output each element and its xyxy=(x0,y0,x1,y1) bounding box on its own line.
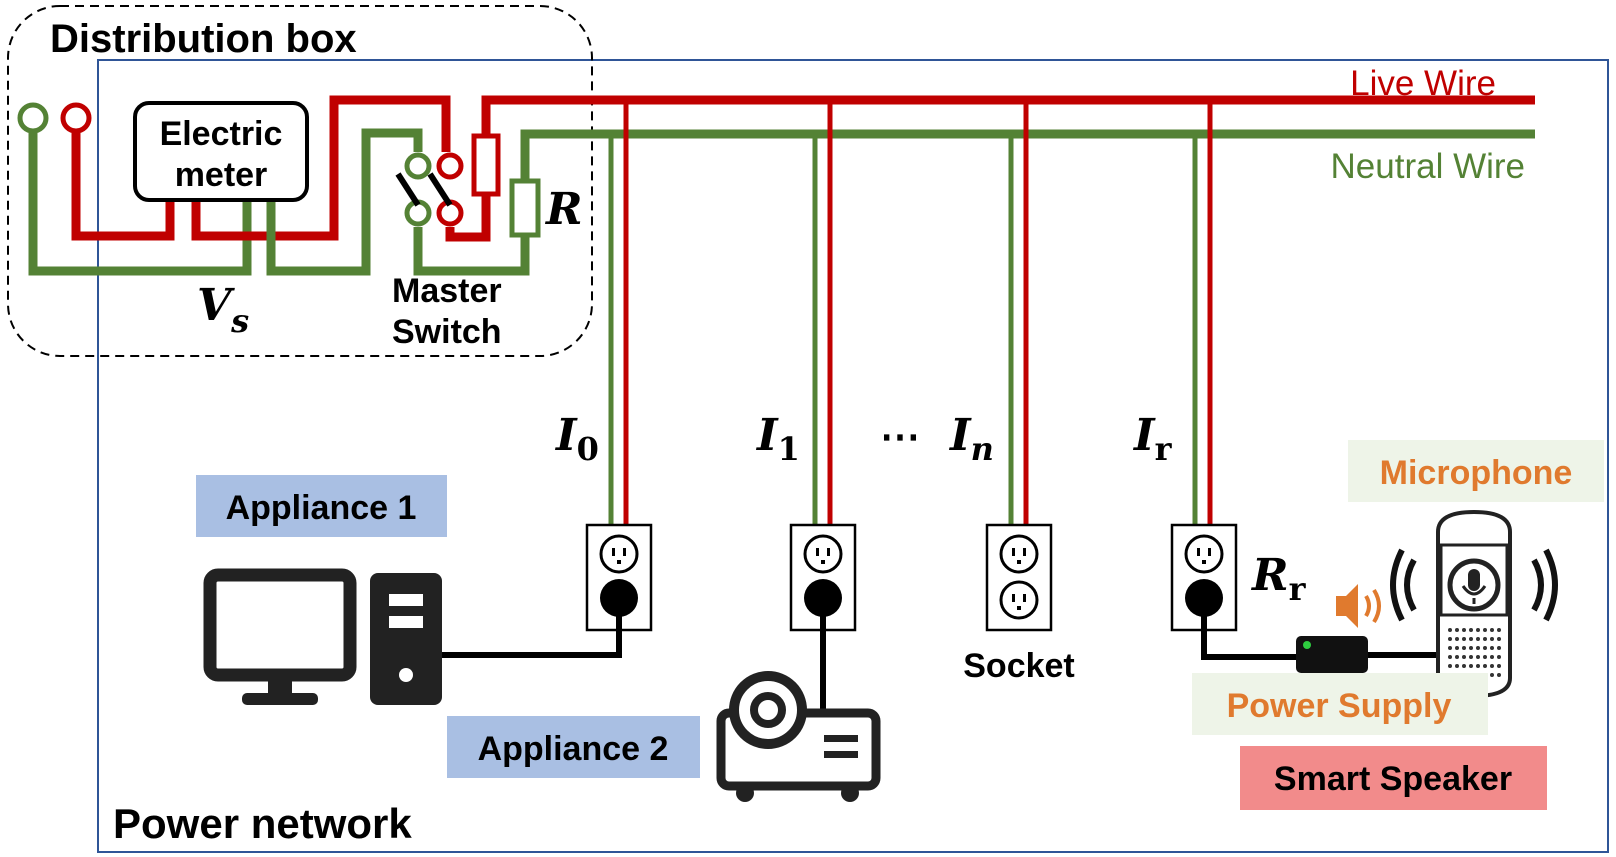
current-symbol-in: In xyxy=(948,410,994,468)
grille-dot xyxy=(1476,664,1480,668)
smart-speaker-label-bg xyxy=(1240,746,1547,810)
smart-speaker-label: Smart Speaker xyxy=(1274,760,1512,798)
grille-dot xyxy=(1448,628,1452,632)
power-network-title: Power network xyxy=(113,800,412,847)
electric-meter xyxy=(133,101,309,202)
power-supply-label-bg xyxy=(1192,673,1488,735)
meter-neutral-out xyxy=(266,128,423,276)
grille-dot xyxy=(1462,664,1466,668)
master-switch-label-2: Switch xyxy=(392,313,502,351)
grille-dot xyxy=(1476,628,1480,632)
grille-dot xyxy=(1476,646,1480,650)
grille-dot xyxy=(1497,646,1501,650)
switch-neutral-out xyxy=(413,129,1535,276)
grille-dot xyxy=(1455,628,1459,632)
grille-dot xyxy=(1497,664,1501,668)
current-symbol-i0: I0 xyxy=(554,410,599,468)
appliance2-label: Appliance 2 xyxy=(478,730,669,768)
electric-meter-label-2: meter xyxy=(175,156,268,194)
grille-dot xyxy=(1490,673,1494,677)
live-resistor xyxy=(471,133,501,197)
projector-icon xyxy=(716,671,881,802)
grille-dot xyxy=(1483,637,1487,641)
grille-dot xyxy=(1469,664,1473,668)
grille-dot xyxy=(1469,637,1473,641)
grille-dot xyxy=(1490,637,1494,641)
distribution-box-title: Distribution box xyxy=(50,17,357,61)
speaker-cable xyxy=(1201,612,1300,660)
grille-dot xyxy=(1497,673,1501,677)
grille-dot xyxy=(1462,637,1466,641)
grille-dot xyxy=(1483,628,1487,632)
grille-dot xyxy=(1448,637,1452,641)
grille-dot xyxy=(1490,664,1494,668)
grille-dot xyxy=(1483,664,1487,668)
current-symbol-ir: Ir xyxy=(1132,410,1173,468)
grille-dot xyxy=(1476,655,1480,659)
live-wire-label: Live Wire xyxy=(1350,64,1496,103)
grille-dot xyxy=(1490,628,1494,632)
grille-dot xyxy=(1462,628,1466,632)
appliance1-label: Appliance 1 xyxy=(226,489,417,527)
grille-dot xyxy=(1476,637,1480,641)
distribution-box-wiring xyxy=(28,95,1535,276)
grille-dot xyxy=(1490,646,1494,650)
master-switch-label: Master xyxy=(392,272,502,310)
grille-dot xyxy=(1483,655,1487,659)
socket-label: Socket xyxy=(963,647,1075,685)
neutral-resistor xyxy=(509,178,541,238)
current-symbol-i1: I1 xyxy=(755,410,800,468)
resistor-symbol-r: R xyxy=(544,184,583,235)
sound-waves-icon xyxy=(1390,548,1558,622)
electric-meter-label: Electric xyxy=(160,115,283,153)
appliance1-label-bg xyxy=(196,475,447,537)
grille-dot xyxy=(1469,655,1473,659)
grille-dot xyxy=(1455,637,1459,641)
grille-dot xyxy=(1448,655,1452,659)
grille-dot xyxy=(1497,637,1501,641)
grille-dot xyxy=(1462,655,1466,659)
grille-dot xyxy=(1455,664,1459,668)
smart-speaker-icon xyxy=(1436,509,1512,699)
microphone-label: Microphone xyxy=(1380,454,1573,492)
branch-drops xyxy=(608,100,1213,530)
ellipsis: ⋯ xyxy=(880,415,920,459)
grille-dot xyxy=(1455,646,1459,650)
grille-dot xyxy=(1497,655,1501,659)
master-switch xyxy=(395,152,464,227)
grille-dot xyxy=(1448,646,1452,650)
input-live-wire xyxy=(71,132,175,241)
grille-dot xyxy=(1490,655,1494,659)
grille-dot xyxy=(1462,646,1466,650)
grille-dot xyxy=(1448,664,1452,668)
power-supply-label: Power Supply xyxy=(1227,687,1452,725)
socket-n xyxy=(985,523,1053,632)
grille-dot xyxy=(1483,646,1487,650)
input-live-terminal xyxy=(60,102,92,134)
distribution-box-outline xyxy=(7,5,593,357)
power-network-frame xyxy=(97,59,1609,853)
power-supply-icon xyxy=(1296,636,1368,673)
meter-live-out xyxy=(191,95,451,241)
grille-dot xyxy=(1455,655,1459,659)
switch-live-out xyxy=(445,95,1535,242)
appliance2-label-bg xyxy=(447,716,700,778)
grille-dot xyxy=(1469,646,1473,650)
grille-dot xyxy=(1497,628,1501,632)
microphone-label-bg xyxy=(1348,440,1604,502)
appliance1-cable xyxy=(442,612,622,658)
neutral-wire-label: Neutral Wire xyxy=(1331,147,1525,186)
computer-icon xyxy=(203,568,442,705)
cables xyxy=(442,612,1442,715)
input-neutral-terminal xyxy=(17,102,49,134)
speaker-sound-icon xyxy=(1336,584,1381,628)
grille-dot xyxy=(1469,628,1473,632)
speaker-resistance-symbol: Rr xyxy=(1250,550,1307,608)
supply-voltage-symbol: Vs xyxy=(197,280,249,340)
